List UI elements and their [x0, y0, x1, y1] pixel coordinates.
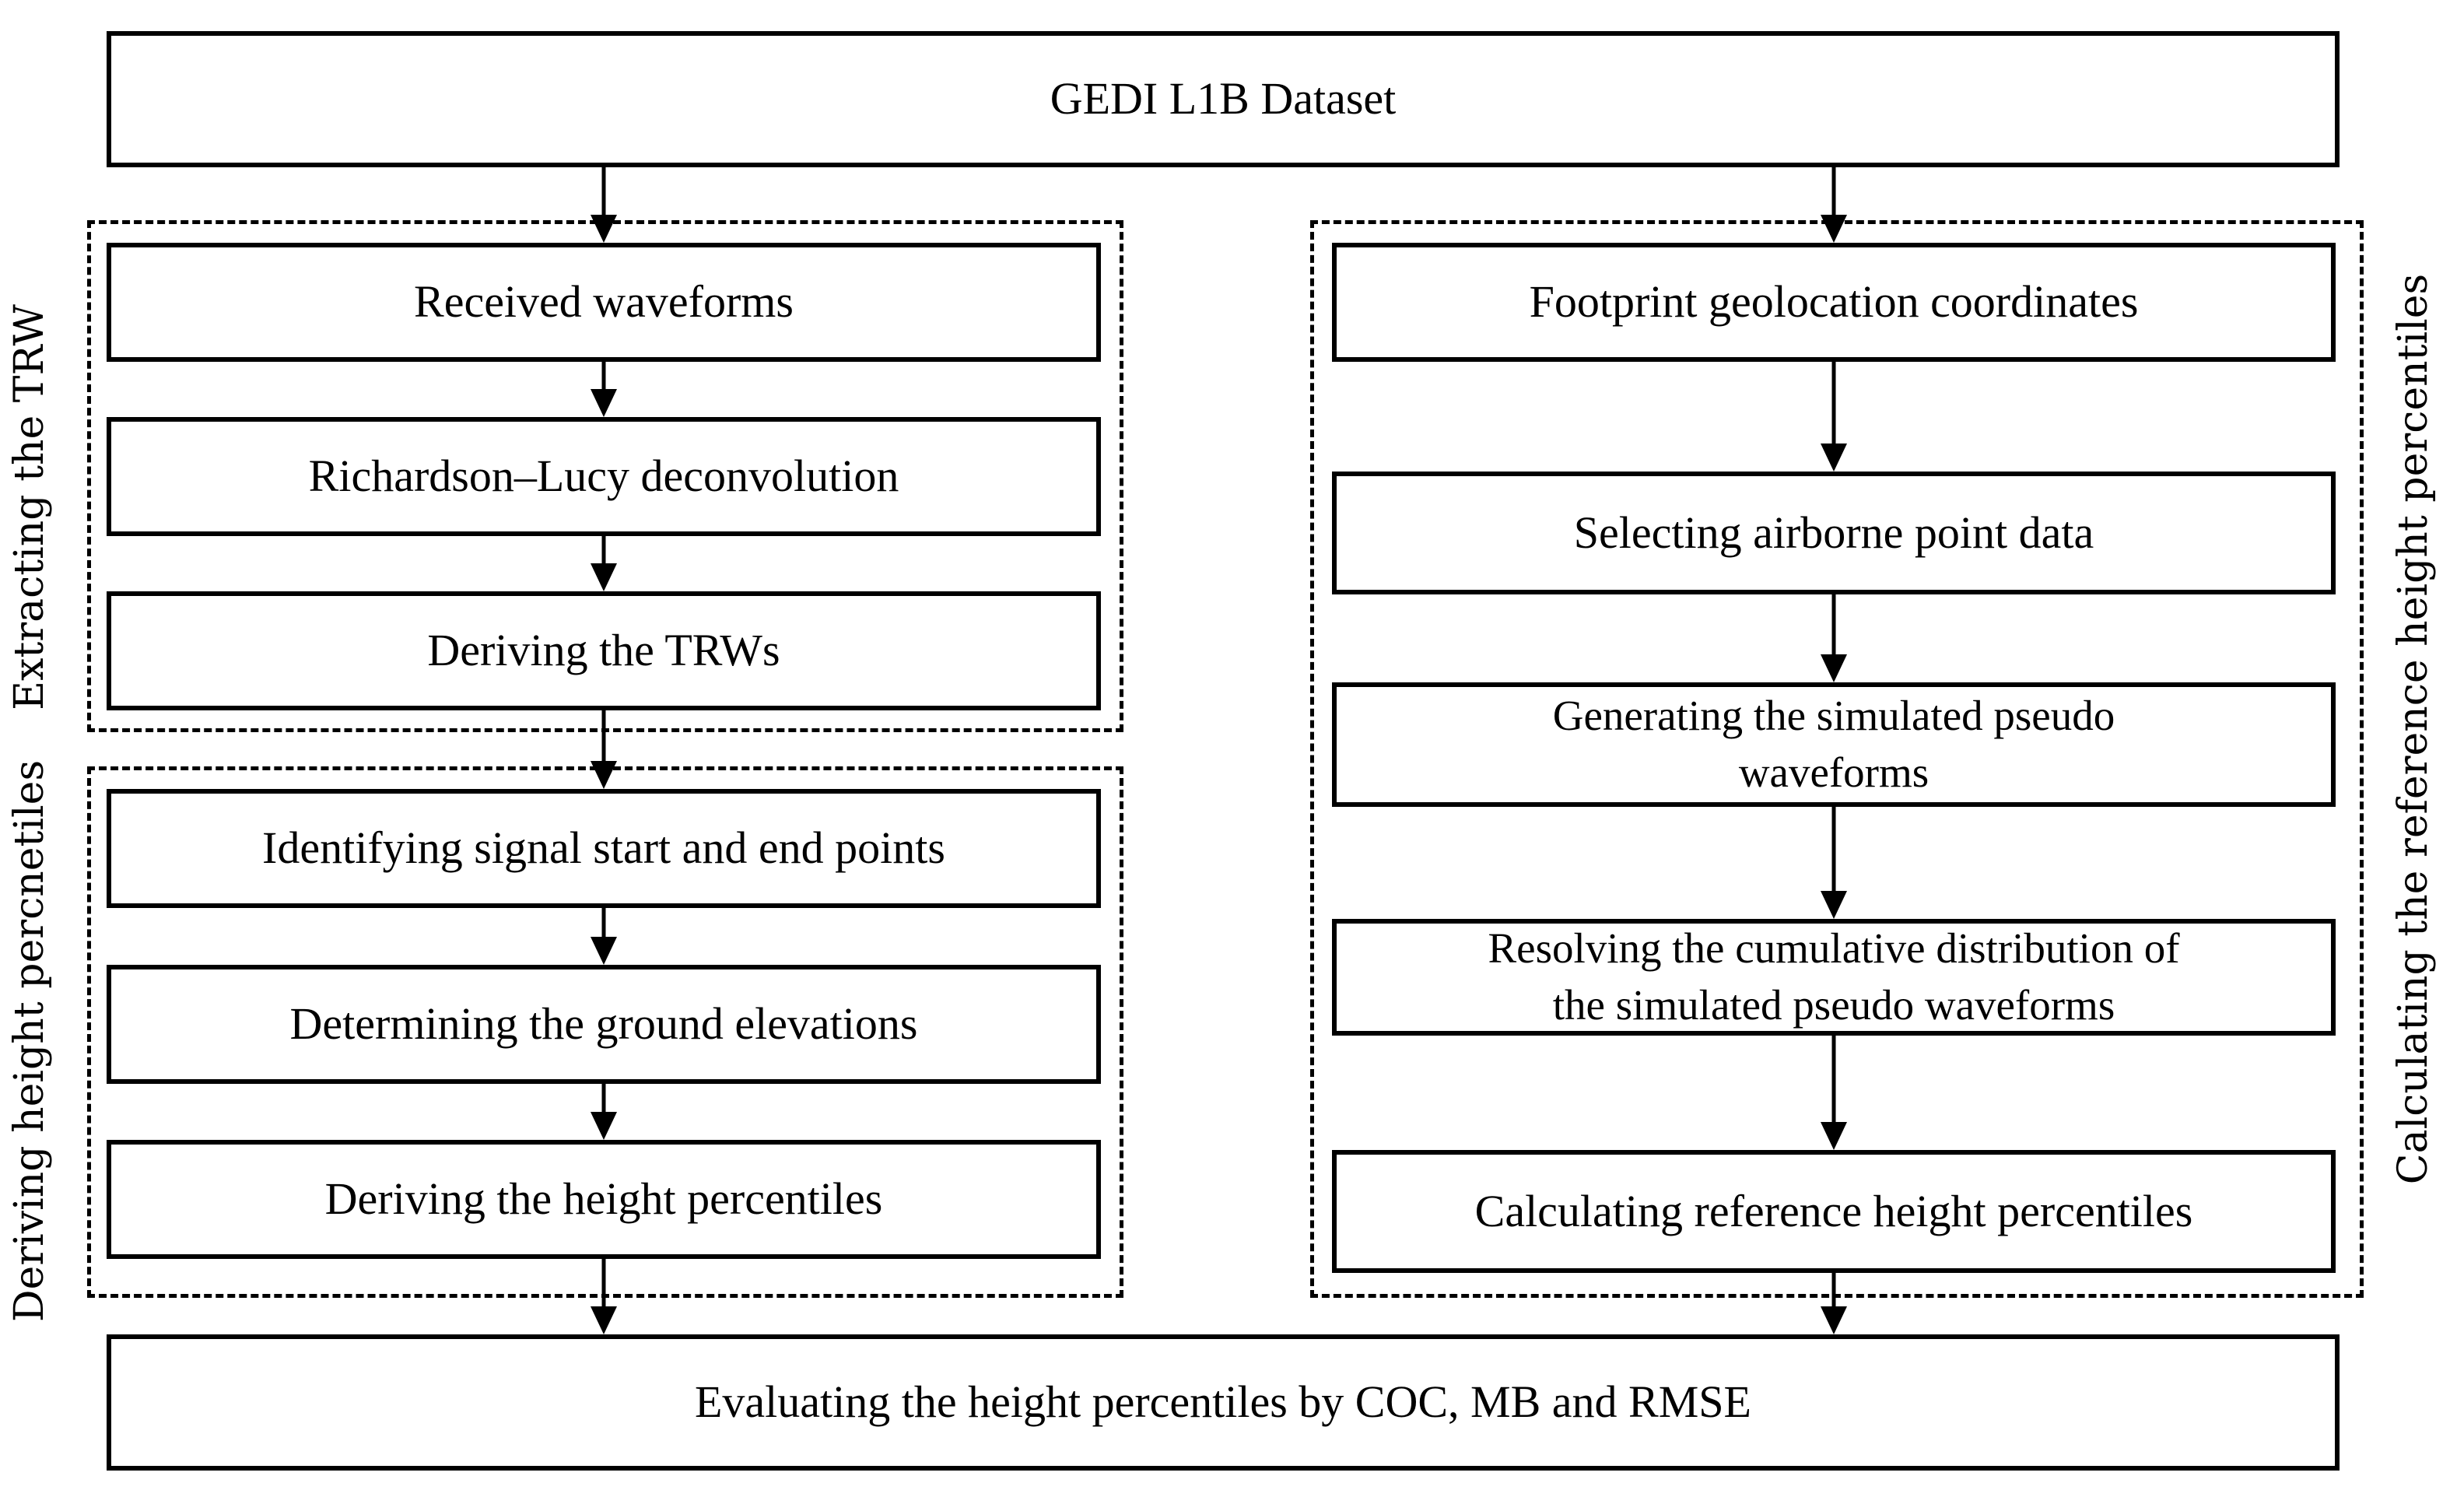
- node-generating-simulated-pseudo-waveforms: Generating the simulated pseudo waveform…: [1332, 682, 2336, 807]
- node-richardson-lucy-deconvolution: Richardson–Lucy deconvolution: [107, 417, 1101, 536]
- node-resolving-cumulative-distribution: Resolving the cumulative distribution of…: [1332, 919, 2336, 1036]
- node-gedi-l1b-dataset: GEDI L1B Dataset: [107, 31, 2340, 167]
- node-footprint-geolocation-coordinates: Footprint geolocation coordinates: [1332, 243, 2336, 362]
- node-calculating-reference-height-percentiles: Calculating reference height percentiles: [1332, 1150, 2336, 1273]
- node-selecting-airborne-point-data: Selecting airborne point data: [1332, 472, 2336, 594]
- node-identifying-signal-start-end: Identifying signal start and end points: [107, 789, 1101, 908]
- side-label-extracting-trw: Extracting the TRW: [6, 304, 53, 710]
- node-received-waveforms: Received waveforms: [107, 243, 1101, 362]
- node-determining-ground-elevations: Determining the ground elevations: [107, 965, 1101, 1084]
- side-label-calculating-reference: Calculating the reference height percent…: [2390, 273, 2437, 1185]
- side-label-deriving-height-percentiles: Deriving height percnetiles: [6, 759, 53, 1323]
- node-deriving-the-trws: Deriving the TRWs: [107, 591, 1101, 710]
- node-deriving-height-percentiles: Deriving the height percentiles: [107, 1140, 1101, 1259]
- node-evaluating-height-percentiles: Evaluating the height percentiles by COC…: [107, 1334, 2340, 1471]
